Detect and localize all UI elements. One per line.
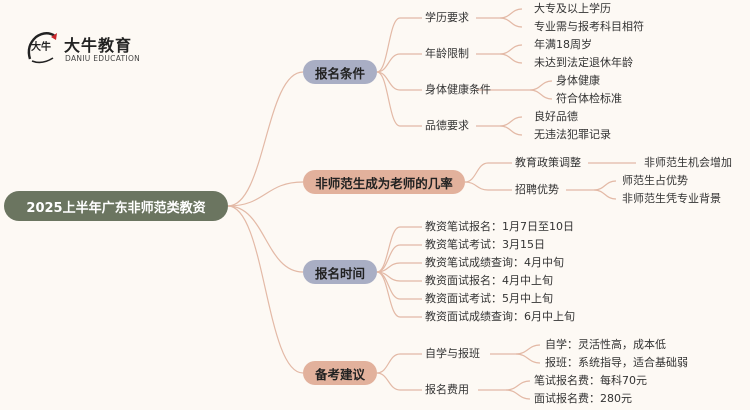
connector	[376, 53, 401, 73]
leaf: 师范生占优势	[622, 174, 688, 187]
branch-study-mode: 自学与报班	[425, 347, 480, 360]
section-probability: 非师范生成为老师的几率	[303, 170, 465, 194]
leaf: 无违法犯罪记录	[534, 128, 611, 141]
time-item: 教资面试报名：4月中上旬	[425, 274, 553, 287]
connector	[227, 205, 304, 374]
connector	[499, 44, 523, 55]
connector	[464, 181, 489, 191]
branch-morality: 品德要求	[425, 119, 469, 132]
connector	[515, 353, 541, 364]
leaf: 符合体检标准	[556, 92, 622, 105]
time-item: 教资面试成绩查询：6月中上旬	[425, 310, 575, 323]
time-item: 教资笔试报名：1月7日至10日	[425, 220, 574, 233]
connector	[499, 17, 523, 28]
branch-policy: 教育政策调整	[515, 156, 581, 169]
leaf: 自学：灵活性高，成本低	[545, 338, 666, 351]
branch-age: 年龄限制	[425, 47, 469, 60]
connector	[376, 71, 401, 127]
connector	[593, 189, 617, 200]
logo-mark-text: 大牛	[31, 42, 51, 53]
logo-name: 大牛教育	[64, 36, 133, 55]
connector	[529, 80, 553, 91]
leaf: 良好品德	[534, 110, 578, 123]
leaf: 报班：系统指导，适合基础弱	[545, 356, 688, 369]
branch-fees: 报名费用	[425, 383, 469, 396]
logo-subtitle: DANIU EDUCATION	[65, 54, 141, 63]
leaf: 面试报名费：280元	[534, 392, 632, 405]
leaf: 专业需与报考科目相符	[534, 20, 644, 33]
root-node: 2025上半年广东非师范类教资	[4, 191, 228, 221]
connector	[376, 372, 401, 391]
time-item: 教资笔试成绩查询：4月中旬	[425, 256, 564, 269]
leaf: 非师范生凭专业背景	[622, 192, 721, 205]
logo: 大牛 大牛教育 DANIU EDUCATION	[22, 26, 150, 70]
leaf: 年满18周岁	[534, 38, 592, 51]
connector	[505, 380, 531, 391]
leaf: 非师范生机会增加	[644, 156, 732, 169]
leaf: 大专及以上学历	[534, 2, 611, 15]
time-item: 教资笔试考试：3月15日	[425, 238, 545, 251]
connector	[593, 180, 617, 191]
logo-mark-icon	[27, 32, 57, 64]
branch-education: 学历要求	[425, 11, 469, 24]
connector	[227, 181, 304, 207]
leaf: 笔试报名费：每科70元	[534, 374, 647, 387]
connector	[515, 344, 541, 355]
connector	[505, 389, 531, 400]
connector	[529, 89, 553, 100]
leaf: 未达到法定退休年龄	[534, 56, 633, 69]
leaf: 身体健康	[556, 74, 600, 87]
connector	[499, 125, 523, 136]
section-registration-conditions: 报名条件	[303, 60, 377, 84]
section-prep-advice: 备考建议	[303, 361, 377, 385]
connector	[464, 162, 489, 183]
connector	[376, 226, 401, 273]
connector	[227, 205, 304, 273]
connector	[499, 8, 523, 19]
connector	[499, 53, 523, 64]
time-item: 教资面试考试：5月中上旬	[425, 292, 553, 305]
connector	[376, 353, 401, 374]
connector	[376, 17, 401, 73]
branch-recruit: 招聘优势	[515, 183, 559, 196]
section-registration-time: 报名时间	[303, 260, 377, 284]
connector	[499, 116, 523, 127]
connector	[227, 71, 304, 207]
branch-health: 身体健康条件	[425, 83, 491, 96]
connector	[376, 271, 401, 318]
